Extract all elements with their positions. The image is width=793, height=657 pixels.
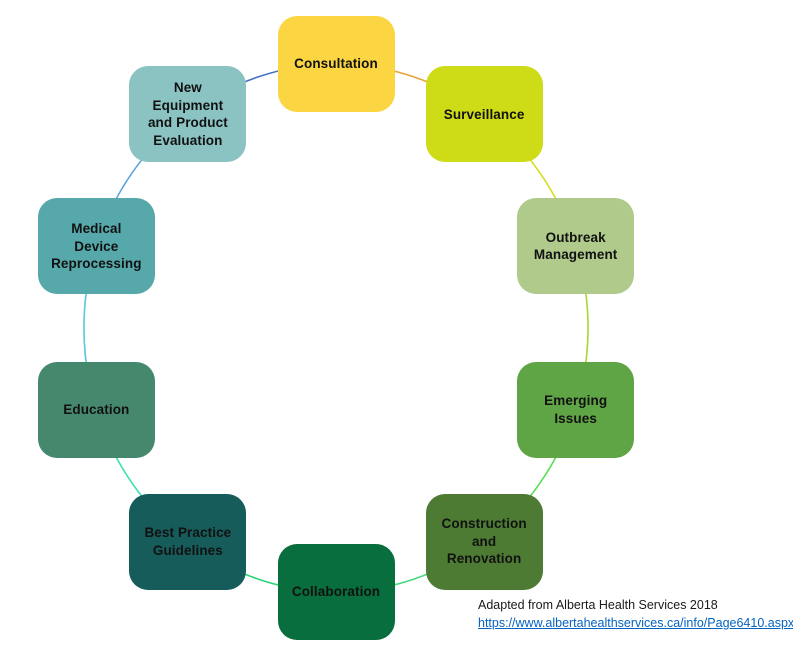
cycle-node-label: Medical Device Reprocessing (51, 220, 142, 272)
cycle-node-label: Consultation (294, 56, 378, 72)
cycle-node-label: New Equipment and Product Evaluation (147, 79, 228, 149)
cycle-node-education: Education (37, 361, 155, 458)
cycle-node-consultation: Consultation (277, 16, 395, 112)
cycle-node-medical-device-reprocessing: Medical Device Reprocessing (37, 198, 155, 295)
cycle-node-label: Collaboration (291, 584, 381, 600)
cycle-node-best-practice-guidelines: Best Practice Guidelines (129, 493, 247, 590)
cycle-node-construction-and-renovation: Construction and Renovation (425, 493, 543, 590)
cycle-node-label: Outbreak Management (533, 229, 618, 263)
cycle-node-new-equipment-and-product-evaluation: New Equipment and Product Evaluation (129, 66, 247, 163)
cycle-node-emerging-issues: Emerging Issues (517, 361, 635, 458)
cycle-node-label: Best Practice Guidelines (144, 524, 232, 558)
attribution: Adapted from Alberta Health Services 201… (478, 596, 793, 632)
cycle-node-label: Surveillance (443, 106, 525, 122)
cycle-node-outbreak-management: Outbreak Management (517, 198, 635, 295)
attribution-note: Adapted from Alberta Health Services 201… (478, 598, 718, 612)
cycle-node-surveillance: Surveillance (425, 66, 543, 163)
cycle-node-label: Education (63, 401, 130, 417)
cycle-node-label: Construction and Renovation (441, 515, 527, 567)
cycle-node-label: Emerging Issues (544, 392, 608, 426)
attribution-link[interactable]: https://www.albertahealthservices.ca/inf… (478, 616, 793, 631)
cycle-node-collaboration: Collaboration (277, 544, 395, 640)
